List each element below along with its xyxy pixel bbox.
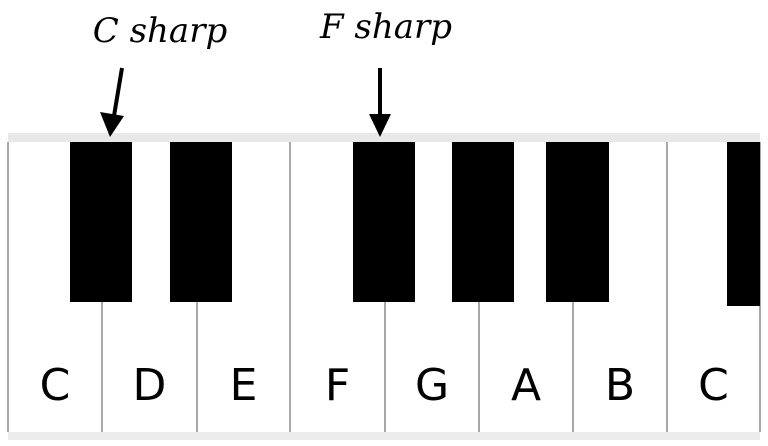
black-key-G-sharp[interactable] (452, 142, 514, 302)
white-key-label: E (230, 360, 258, 411)
black-key-F-sharp[interactable] (353, 142, 415, 302)
arrow-f-sharp-icon (369, 68, 391, 137)
black-key-A-sharp[interactable] (546, 142, 609, 302)
white-key-label: G (415, 360, 449, 411)
annotation-c-sharp: C sharp (93, 11, 227, 51)
white-key-label: C (40, 360, 71, 411)
annotation-f-sharp: F sharp (319, 7, 452, 47)
white-key-label: D (133, 360, 167, 411)
black-key-C-sharp[interactable] (727, 142, 760, 306)
keyboard-top-frame (8, 133, 760, 142)
white-key-label: A (511, 360, 541, 411)
black-key-D-sharp[interactable] (170, 142, 232, 302)
white-key-label: B (605, 360, 635, 411)
white-key-label: C (698, 360, 729, 411)
white-key-label: F (325, 360, 350, 411)
black-key-C-sharp[interactable] (70, 142, 132, 302)
arrow-c-sharp-icon (100, 67, 124, 137)
keyboard-bottom-frame (8, 432, 760, 440)
